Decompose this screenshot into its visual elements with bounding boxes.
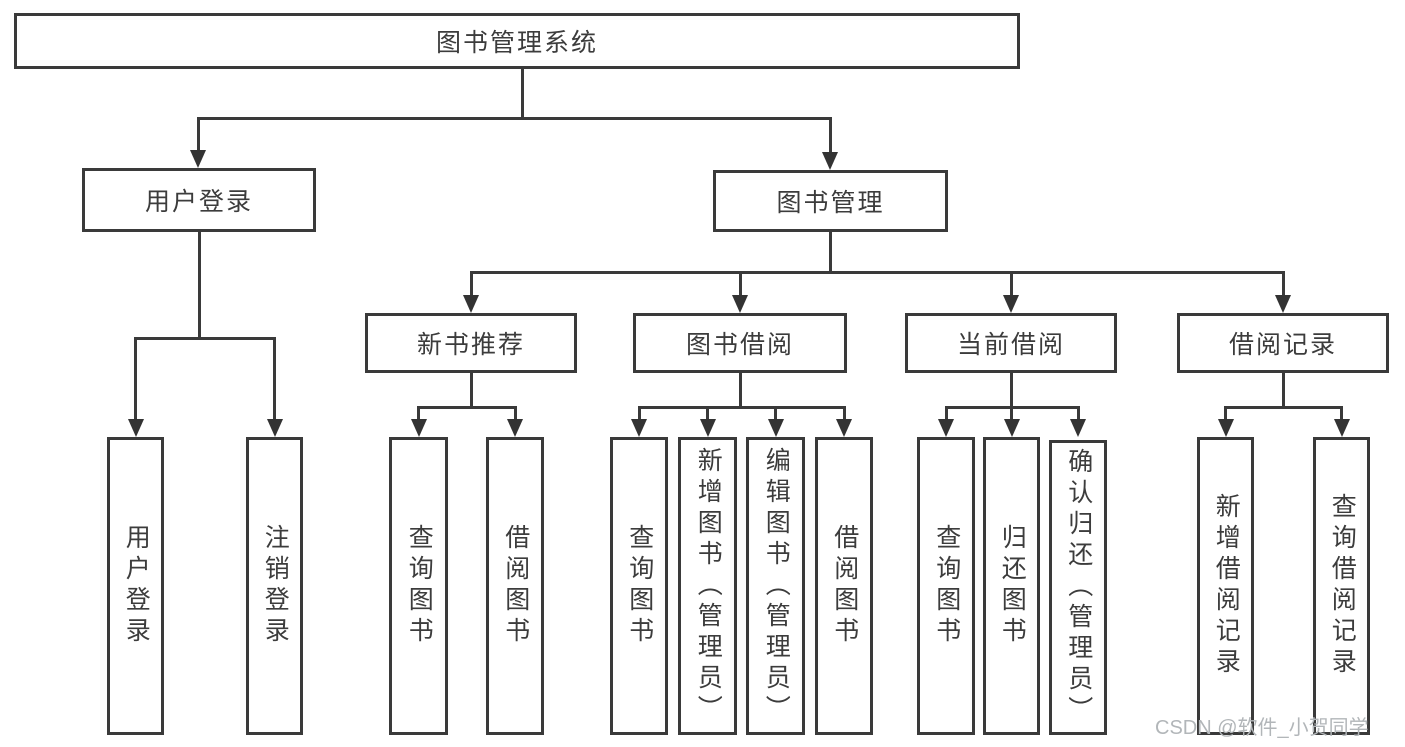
connector-line bbox=[944, 406, 948, 419]
node-label: 图书借阅 bbox=[685, 331, 794, 359]
node-label: 新增图书（管理员） bbox=[694, 446, 723, 726]
arrowhead-down-icon bbox=[767, 419, 784, 437]
node-label: 用户登录 bbox=[122, 524, 151, 648]
connector-line bbox=[1224, 406, 1227, 419]
node-label: 当前借阅 bbox=[956, 331, 1065, 359]
node-label: 确认归还（管理员） bbox=[1064, 448, 1093, 727]
connector-line bbox=[1281, 373, 1285, 406]
arrowhead-down-icon bbox=[190, 150, 206, 168]
connector-line bbox=[706, 406, 709, 419]
node-borrowing-records: 借阅记录 bbox=[1177, 313, 1389, 373]
arrowhead-down-icon bbox=[732, 295, 748, 313]
node-label: 图书管理 bbox=[776, 189, 885, 217]
csdn-watermark: CSDN @软件_小贺同学 bbox=[1155, 717, 1369, 739]
arrowhead-down-icon bbox=[699, 419, 716, 437]
arrowhead-down-icon bbox=[463, 295, 479, 313]
node-label: 编辑图书（管理员） bbox=[762, 446, 791, 726]
connector-line bbox=[774, 406, 777, 419]
arrowhead-down-icon bbox=[410, 419, 427, 437]
connector-line bbox=[196, 117, 832, 120]
connector-line bbox=[134, 337, 276, 340]
connector-line bbox=[469, 373, 473, 406]
connector-line bbox=[738, 271, 742, 295]
leaf-user-login: 用户登录 bbox=[107, 437, 164, 735]
connector-line bbox=[197, 232, 201, 337]
connector-line bbox=[738, 373, 742, 406]
connector-line bbox=[417, 406, 420, 419]
connector-line bbox=[513, 406, 517, 419]
connector-line bbox=[196, 117, 200, 150]
node-label: 查询图书 bbox=[932, 524, 961, 648]
leaf-logout: 注销登录 bbox=[246, 437, 303, 735]
node-label: 借阅图书 bbox=[501, 524, 530, 648]
connector-line bbox=[637, 406, 846, 409]
node-label: 借阅记录 bbox=[1228, 331, 1337, 359]
connector-line bbox=[1224, 406, 1343, 409]
node-label: 新增借阅记录 bbox=[1212, 493, 1241, 679]
connector-line bbox=[273, 337, 276, 419]
node-label: 借阅图书 bbox=[830, 524, 859, 648]
arrowhead-down-icon bbox=[266, 419, 283, 437]
leaf-bb-edit-books-admin: 编辑图书（管理员） bbox=[746, 437, 805, 735]
connector-line bbox=[1281, 271, 1285, 295]
leaf-bb-add-books-admin: 新增图书（管理员） bbox=[678, 437, 737, 735]
connector-line bbox=[134, 337, 137, 419]
node-new-book-recommend: 新书推荐 bbox=[365, 313, 577, 373]
connector-line bbox=[469, 271, 1285, 274]
node-label: 新书推荐 bbox=[416, 331, 525, 359]
node-label: 查询借阅记录 bbox=[1328, 493, 1357, 679]
connector-line bbox=[828, 117, 832, 152]
node-label: 图书管理系统 bbox=[435, 29, 598, 57]
arrowhead-down-icon bbox=[1275, 295, 1291, 313]
node-label: 查询图书 bbox=[625, 524, 654, 648]
connector-line bbox=[1010, 406, 1013, 419]
connector-line bbox=[842, 406, 846, 419]
node-book-borrowing: 图书借阅 bbox=[633, 313, 847, 373]
connector-line bbox=[1009, 271, 1013, 295]
arrowhead-down-icon bbox=[938, 419, 954, 437]
leaf-br-query-record: 查询借阅记录 bbox=[1313, 437, 1370, 735]
node-current-borrowing: 当前借阅 bbox=[905, 313, 1117, 373]
leaf-cb-confirm-return-admin: 确认归还（管理员） bbox=[1049, 440, 1107, 735]
node-book-management: 图书管理 bbox=[713, 170, 948, 232]
arrowhead-down-icon bbox=[1070, 419, 1086, 437]
arrowhead-down-icon bbox=[631, 419, 647, 437]
connector-line bbox=[1009, 373, 1013, 406]
arrowhead-down-icon bbox=[1333, 419, 1350, 437]
leaf-nbr-query-books: 查询图书 bbox=[389, 437, 448, 735]
connector-line bbox=[1340, 406, 1343, 419]
node-library-management-system: 图书管理系统 bbox=[14, 13, 1020, 69]
arrowhead-down-icon bbox=[836, 419, 852, 437]
arrowhead-down-icon bbox=[1003, 419, 1020, 437]
node-label: 用户登录 bbox=[144, 188, 253, 216]
connector-line bbox=[637, 406, 641, 419]
leaf-nbr-borrow-books: 借阅图书 bbox=[486, 437, 544, 735]
connector-line bbox=[520, 68, 524, 117]
arrowhead-down-icon bbox=[1003, 295, 1019, 313]
connector-line bbox=[469, 271, 473, 295]
connector-line bbox=[828, 232, 832, 271]
node-user-login: 用户登录 bbox=[82, 168, 316, 232]
arrowhead-down-icon bbox=[127, 419, 144, 437]
node-label: 查询图书 bbox=[405, 524, 434, 648]
connector-line bbox=[1076, 406, 1080, 419]
node-label: 归还图书 bbox=[998, 524, 1027, 648]
arrowhead-down-icon bbox=[507, 419, 523, 437]
leaf-cb-return-books: 归还图书 bbox=[983, 437, 1040, 735]
arrowhead-down-icon bbox=[822, 152, 838, 170]
node-label: 注销登录 bbox=[261, 524, 290, 648]
leaf-bb-borrow-books: 借阅图书 bbox=[815, 437, 873, 735]
leaf-bb-query-books: 查询图书 bbox=[610, 437, 668, 735]
connector-line bbox=[417, 406, 517, 409]
arrowhead-down-icon bbox=[1217, 419, 1234, 437]
leaf-cb-query-books: 查询图书 bbox=[917, 437, 975, 735]
leaf-br-add-record: 新增借阅记录 bbox=[1197, 437, 1254, 735]
